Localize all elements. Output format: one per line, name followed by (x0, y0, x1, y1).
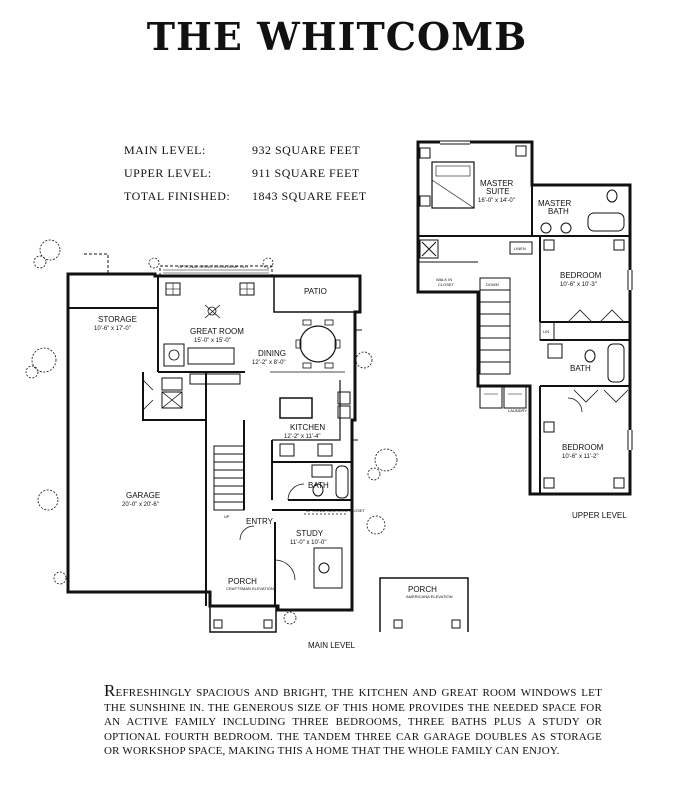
room-dims-garage: 20'-0" x 20'-6" (122, 502, 159, 508)
room-label-bedroom-1: BEDROOM (560, 271, 602, 280)
main-level-labels: STORAGE 10'-6" x 17'-0" GREAT ROOM 15'-0… (94, 264, 453, 650)
storage-door-swing (84, 253, 109, 274)
bathtub-icon (335, 465, 349, 499)
main-stairs (213, 445, 245, 511)
upper-level-labels: MASTER SUITE 16'-0" x 14'-0" MASTER BATH… (436, 179, 627, 520)
toilet-icon (312, 483, 324, 497)
room-dims-storage: 10'-6" x 17'-0" (94, 326, 131, 332)
room-label-master-bath-1: MASTER (538, 199, 572, 208)
stat-label: TOTAL FINISHED: (124, 189, 231, 203)
description-text: EFRESHINGLY SPACIOUS AND BRIGHT, THE KIT… (104, 687, 602, 757)
patio (273, 275, 361, 313)
room-label-master-suite-2: SUITE (486, 187, 510, 196)
room-dims-master-suite: 16'-0" x 14'-0" (478, 198, 515, 204)
stat-value: 932 SQUARE FEET (252, 143, 361, 157)
upper-stairs (479, 277, 511, 375)
upper-level-plan (416, 140, 633, 496)
plan-description: REFRESHINGLY SPACIOUS AND BRIGHT, THE KI… (104, 681, 602, 759)
bump-out-note: OPTIONAL GREAT ROOM BUMP OUT (178, 264, 249, 269)
room-label-master-suite-1: MASTER (480, 179, 514, 188)
stat-value: 911 SQUARE FEET (252, 166, 360, 180)
walk-in-closet-label-1: WALK IN (436, 277, 452, 282)
stair-up-label: UP (224, 514, 230, 519)
main-level-plan (25, 239, 469, 633)
stat-label: MAIN LEVEL: (124, 143, 206, 157)
landscape-shrubs (25, 239, 398, 625)
room-dims-great-room: 15'-0" x 15'-0" (194, 338, 231, 344)
drop-cap: R (104, 681, 116, 700)
porch-elevation-note: CRAFTSMAN ELEVATION (226, 586, 274, 591)
room-label-kitchen: KITCHEN (290, 423, 325, 432)
upper-windows (440, 140, 633, 450)
plan-title: THE WHITCOMB (146, 14, 528, 59)
kitchen-island (279, 397, 313, 419)
upper-level-caption: UPPER LEVEL (572, 511, 627, 520)
room-label-study: STUDY (296, 529, 324, 538)
porch-alt-elevation-note: AMERICANA ELEVATION (406, 594, 453, 599)
stat-value: 1843 SQUARE FEET (252, 189, 367, 203)
master-tub-icon (587, 212, 625, 232)
room-dims-kitchen: 12'-2" x 11'-4" (284, 434, 320, 440)
room-dims-dining: 12'-2" x 8'-0" (252, 360, 286, 366)
master-bed (431, 161, 475, 209)
room-label-dining: DINING (258, 349, 286, 358)
room-dims-bedroom-2: 10'-6" x 11'-2" (562, 454, 598, 460)
study-option-note: OPTIONAL BEDROOM CLOSET (306, 508, 366, 513)
room-label-upper-bath: BATH (570, 364, 591, 373)
lin-label: LIN (543, 329, 549, 334)
walk-in-closet-label-2: CLOSET (438, 282, 455, 287)
room-label-entry: ENTRY (246, 517, 274, 526)
room-label-porch: PORCH (228, 577, 257, 586)
room-label-master-bath-2: BATH (548, 207, 569, 216)
porch-americana (379, 577, 469, 632)
main-outer-wall (66, 272, 362, 612)
room-label-patio: PATIO (304, 287, 327, 296)
room-label-porch-alt: PORCH (408, 585, 437, 594)
linen-label: LINEN (514, 246, 526, 251)
upper-outer-wall (416, 140, 632, 496)
porch-craftsman (209, 606, 277, 633)
room-dims-study: 11'-0" x 10'-0" (290, 540, 326, 546)
room-label-bedroom-2: BEDROOM (562, 443, 604, 452)
main-level-caption: MAIN LEVEL (308, 641, 356, 650)
stat-label: UPPER LEVEL: (124, 166, 212, 180)
laundry-label: LAUNDRY (508, 408, 527, 413)
main-windows (67, 329, 362, 441)
room-label-garage: GARAGE (126, 491, 160, 500)
room-label-bath: BATH (308, 481, 329, 490)
room-dims-bedroom-1: 10'-6" x 10'-3" (560, 282, 597, 288)
stair-down-label: DOWN (486, 282, 499, 287)
room-label-great-room: GREAT ROOM (190, 327, 244, 336)
dining-table (295, 319, 341, 369)
great-room-bump-out (159, 265, 273, 276)
room-label-storage: STORAGE (98, 315, 137, 324)
